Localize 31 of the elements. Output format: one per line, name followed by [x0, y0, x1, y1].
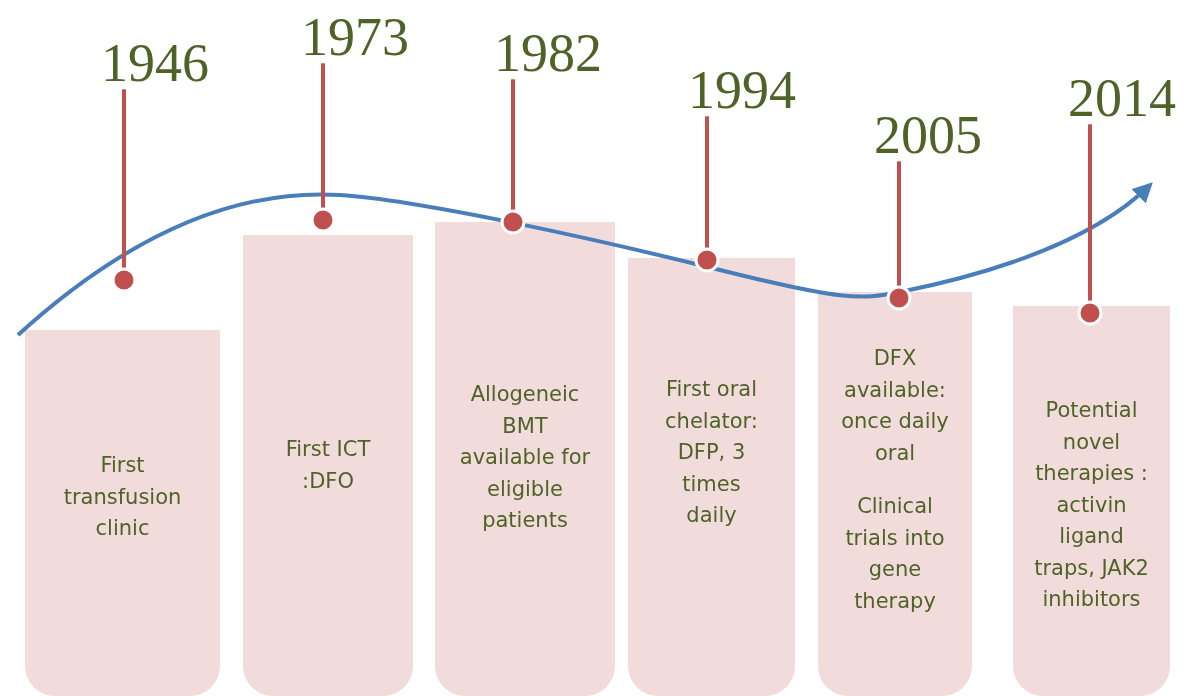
- pin-line: [897, 161, 901, 287]
- year-label: 1973: [301, 12, 409, 64]
- timeline-card: [1013, 306, 1170, 696]
- pin-line: [705, 116, 709, 249]
- year-label: 2005: [874, 110, 982, 162]
- event-description: First ICT :DFO: [284, 435, 372, 494]
- timeline-card: [243, 235, 413, 696]
- year-label: 2014: [1068, 73, 1176, 125]
- timeline-dot: [500, 209, 526, 235]
- event-description: Potential novel therapies : activin ligand traps, JAK2 inhibitors: [1033, 396, 1150, 613]
- year-label: 1946: [101, 38, 209, 90]
- timeline-card: [628, 258, 795, 696]
- timeline-dot: [694, 247, 720, 273]
- event-description: Allogeneic BMT available for eligible patients: [458, 381, 592, 535]
- timeline-dot: [310, 207, 336, 233]
- timeline-dot: [1077, 300, 1103, 326]
- pin-line: [122, 89, 126, 269]
- pin-line: [511, 79, 515, 211]
- year-label: 1982: [494, 28, 602, 80]
- timeline-dot: [886, 285, 912, 311]
- pin-line: [321, 63, 325, 209]
- event-description: First transfusion clinic: [62, 451, 183, 542]
- timeline-card: [435, 222, 615, 696]
- timeline-card: [25, 330, 220, 696]
- timeline-dot: [111, 267, 137, 293]
- event-description: Clinical trials into gene therapy: [844, 493, 946, 615]
- event-description: First oral chelator: DFP, 3 times daily: [664, 376, 759, 530]
- timeline-card: [818, 292, 972, 696]
- pin-line: [1088, 124, 1092, 302]
- event-description: DFX available: once daily oral: [840, 345, 950, 467]
- year-label: 1994: [688, 65, 796, 117]
